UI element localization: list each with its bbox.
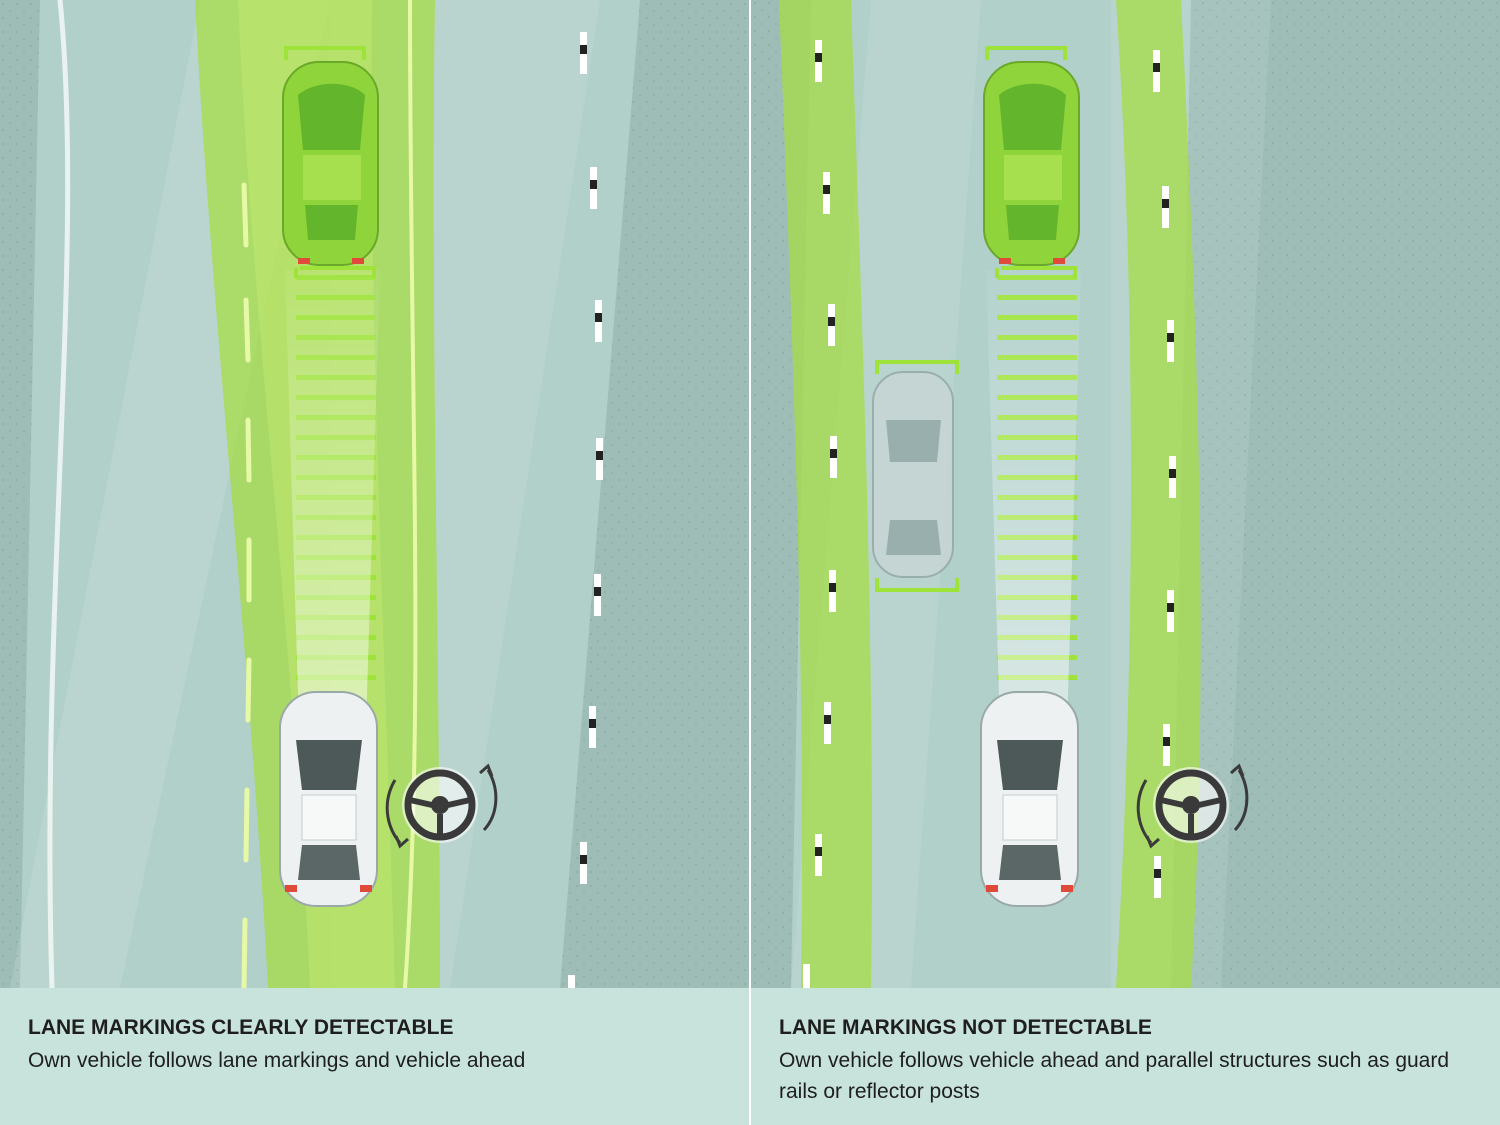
steering-wheel-icon xyxy=(1153,767,1229,843)
panel-title: LANE MARKINGS CLEARLY DETECTABLE xyxy=(28,1016,454,1039)
own-vehicle xyxy=(980,691,1079,907)
headlight-beam xyxy=(986,270,1081,760)
caption-right: LANE MARKINGS NOT DETECTABLE Own vehicle… xyxy=(751,988,1500,1125)
detected-structure-band xyxy=(1116,0,1201,988)
headlight-beam xyxy=(285,270,380,760)
lead-vehicle xyxy=(983,61,1080,266)
panel-divider xyxy=(749,0,751,1125)
panel-title: LANE MARKINGS NOT DETECTABLE xyxy=(779,1016,1152,1039)
caption-left: LANE MARKINGS CLEARLY DETECTABLE Own veh… xyxy=(0,988,749,1125)
road xyxy=(791,0,1191,988)
rotate-arrow-icon xyxy=(1136,763,1249,849)
adjacent-vehicle xyxy=(872,371,954,578)
panel-lane-markings-not-detectable: LANE MARKINGS NOT DETECTABLE Own vehicle… xyxy=(751,0,1500,1125)
panel-description: Own vehicle follows lane markings and ve… xyxy=(28,1049,526,1072)
steering-wheel-icon xyxy=(402,767,478,843)
detection-bracket-icon xyxy=(985,46,1077,278)
panel-description: Own vehicle follows vehicle ahead and pa… xyxy=(779,1049,1450,1103)
reflector-post-icon xyxy=(803,40,837,988)
reflector-post-icon xyxy=(568,32,603,988)
reflector-post-icon xyxy=(1153,50,1176,898)
scene-left xyxy=(0,0,749,988)
panel-lane-markings-detectable: LANE MARKINGS CLEARLY DETECTABLE Own veh… xyxy=(0,0,749,1125)
rotate-arrow-icon xyxy=(385,763,498,849)
road-edge-line xyxy=(47,0,71,988)
lead-vehicle xyxy=(282,61,379,266)
detected-structure-band xyxy=(779,0,872,988)
detection-bracket-icon xyxy=(284,46,376,278)
lane-marking-dashes xyxy=(241,182,252,988)
lane-marking-solid xyxy=(403,0,418,988)
own-vehicle xyxy=(279,691,378,907)
detection-bracket-icon xyxy=(875,360,959,592)
scene-right xyxy=(751,0,1500,988)
